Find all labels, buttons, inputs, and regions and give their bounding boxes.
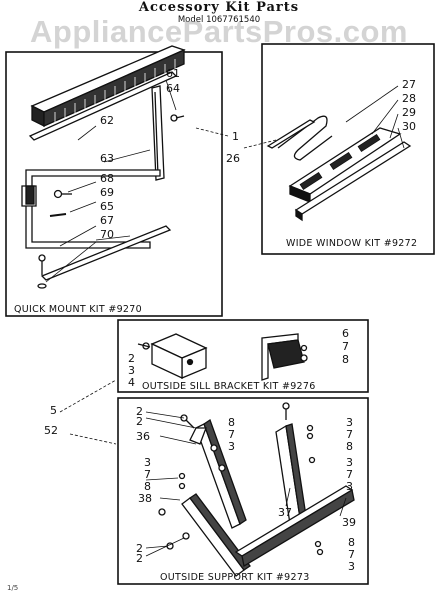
wide-window-leaders: [345, 85, 405, 149]
model-number: Model 1067761540: [177, 15, 261, 25]
support-parts: [158, 402, 355, 577]
callout: 2: [136, 552, 143, 565]
callout: 27: [402, 78, 416, 91]
sill-bracket-panel: [117, 319, 369, 393]
callout: 29: [402, 106, 416, 119]
callout: 61: [166, 67, 180, 80]
callout: 2: [136, 542, 143, 555]
support-panel: [117, 397, 369, 585]
quick-mount-label: QUICK MOUNT KIT #9270: [14, 304, 142, 315]
callout: 6: [342, 327, 349, 340]
callout: 39: [342, 516, 356, 529]
wide-window-parts: [266, 115, 412, 222]
callout-ref: 5: [50, 404, 57, 417]
callout: 64: [166, 82, 180, 95]
callout: 2: [136, 405, 143, 418]
callout: 3: [348, 560, 355, 573]
wide-window-label: WIDE WINDOW KIT #9272: [286, 238, 417, 249]
callout: 3: [346, 480, 353, 493]
callout: 7: [342, 340, 349, 353]
callout: 70: [100, 228, 114, 241]
quick-mount-parts: [21, 45, 186, 289]
watermark: AppliancePartsPros.com: [30, 14, 408, 49]
callout: 8: [342, 353, 349, 366]
callout: 30: [402, 120, 416, 133]
callout-ref: 26: [226, 152, 240, 165]
callout: 67: [100, 214, 114, 227]
sill-bracket-label: OUTSIDE SILL BRACKET KIT #9276: [142, 381, 316, 392]
callout: 2: [128, 352, 135, 365]
callout-ref: 52: [44, 424, 58, 437]
callout: 7: [144, 468, 151, 481]
callout: 68: [100, 172, 114, 185]
wide-window-panel: [261, 43, 435, 255]
callout: 3: [228, 440, 235, 453]
callout: 8: [228, 416, 235, 429]
quick-mount-leaders: [45, 79, 177, 283]
callout: 3: [346, 456, 353, 469]
diagram-title: Accessory Kit Parts: [138, 0, 300, 15]
callout: 38: [138, 492, 152, 505]
callout: 4: [128, 376, 135, 389]
callout: 7: [348, 548, 355, 561]
callout: 3: [128, 364, 135, 377]
callout: 7: [346, 468, 353, 481]
callout: 2: [136, 415, 143, 428]
callout: 28: [402, 92, 416, 105]
callout: 8: [144, 480, 151, 493]
callout: 65: [100, 200, 114, 213]
callout: 63: [100, 152, 114, 165]
callout: 7: [346, 428, 353, 441]
page-footer: 1/5: [7, 584, 19, 592]
callout: 3: [144, 456, 151, 469]
callout: 37: [278, 506, 292, 519]
callout: 62: [100, 114, 114, 127]
callout: 3: [346, 416, 353, 429]
callout: 8: [348, 536, 355, 549]
quick-mount-panel: [5, 51, 223, 317]
sill-bracket-parts: [137, 333, 308, 381]
callout: 69: [100, 186, 114, 199]
callout-ref: 1: [232, 130, 239, 143]
callout: 36: [136, 430, 150, 443]
callout: 7: [228, 428, 235, 441]
support-leaders: [145, 411, 347, 557]
callout: 8: [346, 440, 353, 453]
support-label: OUTSIDE SUPPORT KIT #9273: [160, 572, 310, 583]
reference-leaders: [59, 127, 277, 445]
